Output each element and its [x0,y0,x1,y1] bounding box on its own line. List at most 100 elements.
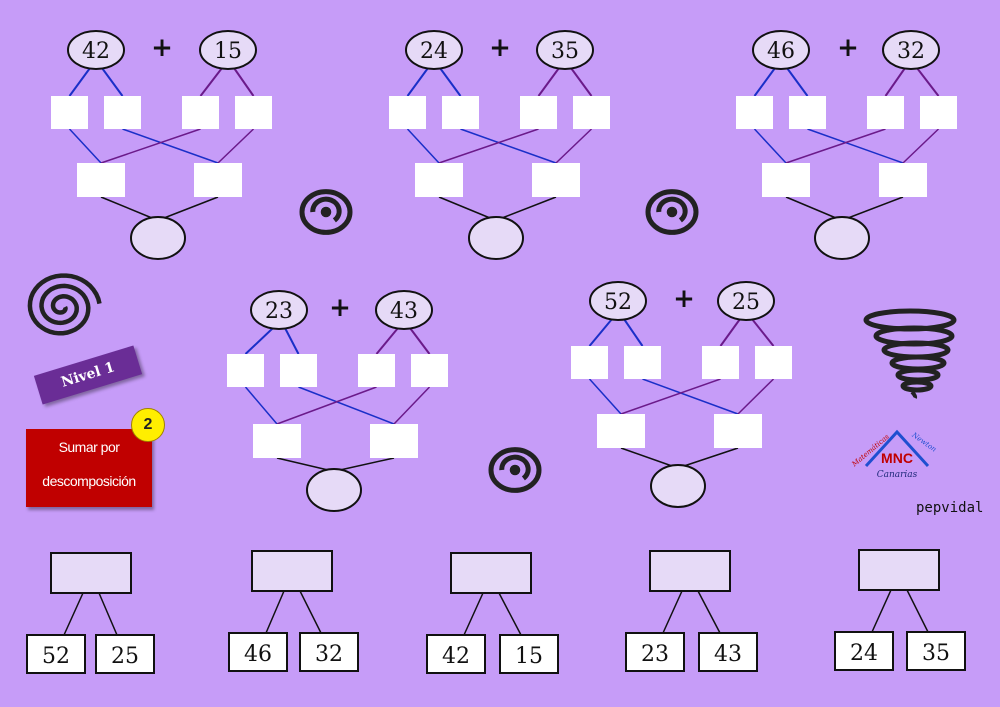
partial-sum-input-box[interactable] [77,163,125,197]
addition-problem: 23 43 + [227,291,448,511]
connector-line [102,68,123,96]
partial-sum-input-box[interactable] [194,163,242,197]
partial-sum-input-box[interactable] [415,163,463,197]
decomposition-input-box[interactable] [736,96,773,129]
connector-line [684,448,738,466]
addend-a: 46 [767,39,795,64]
addend-card-right-value: 35 [922,641,950,666]
connector-line [201,68,223,96]
partial-sum-input-box[interactable] [597,414,645,448]
mnc-logo: MNCCanariasMatemáticasNewton [850,431,938,480]
connector-line [502,197,556,218]
decomposition-input-box[interactable] [571,346,608,379]
connector-line [752,319,774,346]
connector-line [277,387,377,424]
result-oval[interactable] [651,465,705,507]
connector-line [886,68,906,96]
connector-line [101,129,201,163]
sum-drop-box[interactable] [252,551,332,591]
connector-line [808,129,904,163]
connector-line [246,387,278,424]
decomposition-input-box[interactable] [182,96,219,129]
decomposition-input-box[interactable] [280,354,317,387]
decomposition-input-box[interactable] [389,96,426,129]
partial-sum-input-box[interactable] [532,163,580,197]
decomposition-input-box[interactable] [104,96,141,129]
partial-sum-input-box[interactable] [253,424,301,458]
answer-card: 2343 [626,551,757,671]
addend-card-left-value: 23 [641,642,669,667]
connector-line [277,458,328,470]
decomposition-input-box[interactable] [920,96,957,129]
decomposition-input-box[interactable] [358,354,395,387]
connector-line [590,319,613,346]
addend-card-right-value: 15 [515,644,543,669]
decomposition-input-box[interactable] [624,346,661,379]
connector-line [621,448,672,466]
topic-number-badge: 2 [131,408,165,442]
decomposition-input-box[interactable] [51,96,88,129]
swirl-core [667,207,678,218]
connector-line [721,319,741,346]
decomposition-input-box[interactable] [867,96,904,129]
addend-b: 32 [897,39,925,64]
addend-card-right-value: 25 [111,644,139,669]
partial-sum-input-box[interactable] [370,424,418,458]
swirl-icon [491,450,539,491]
plus-sign: + [151,33,173,63]
spiral-icon [30,276,100,334]
connector-line [266,591,284,633]
decomposition-input-box[interactable] [573,96,610,129]
connector-line [64,593,83,635]
sum-drop-box[interactable] [451,553,531,593]
answer-card: 4632 [229,551,358,671]
plus-sign: + [329,293,351,323]
connector-line [590,379,622,414]
connector-line [123,129,219,163]
result-oval[interactable] [307,469,361,511]
partial-sum-input-box[interactable] [714,414,762,448]
decomposition-input-box[interactable] [755,346,792,379]
result-oval[interactable] [469,217,523,259]
connector-line [394,387,430,424]
addend-card-left-value: 46 [244,642,272,667]
swirl-core [510,465,521,476]
topic-box: Sumar por descomposición [26,429,152,507]
partial-sum-input-box[interactable] [879,163,927,197]
connector-line [698,591,720,633]
plus-sign: + [837,33,859,63]
decomposition-input-box[interactable] [789,96,826,129]
connector-line [300,591,321,633]
connector-line [164,197,218,218]
result-oval[interactable] [815,217,869,259]
connector-line [408,129,440,163]
swirl-icon [648,192,696,233]
addend-b: 43 [390,299,418,324]
sum-drop-box[interactable] [51,553,131,593]
connector-line [917,68,939,96]
tornado-band [903,382,931,390]
decomposition-input-box[interactable] [520,96,557,129]
connector-line [410,328,430,354]
decomposition-input-box[interactable] [227,354,264,387]
connector-line [464,593,483,635]
connector-line [440,68,461,96]
swirl-core [321,207,332,218]
connector-line [218,129,254,163]
plus-sign: + [489,33,511,63]
decomposition-input-box[interactable] [442,96,479,129]
addend-a: 23 [265,299,293,324]
decomposition-input-box[interactable] [702,346,739,379]
connector-line [377,328,399,354]
partial-sum-input-box[interactable] [762,163,810,197]
sum-drop-box[interactable] [859,550,939,590]
connector-line [70,129,102,163]
decomposition-input-box[interactable] [235,96,272,129]
result-oval[interactable] [131,217,185,259]
addend-a: 42 [82,39,110,64]
sum-drop-box[interactable] [650,551,730,591]
logo-text: MNC [881,450,913,466]
decomposition-input-box[interactable] [411,354,448,387]
